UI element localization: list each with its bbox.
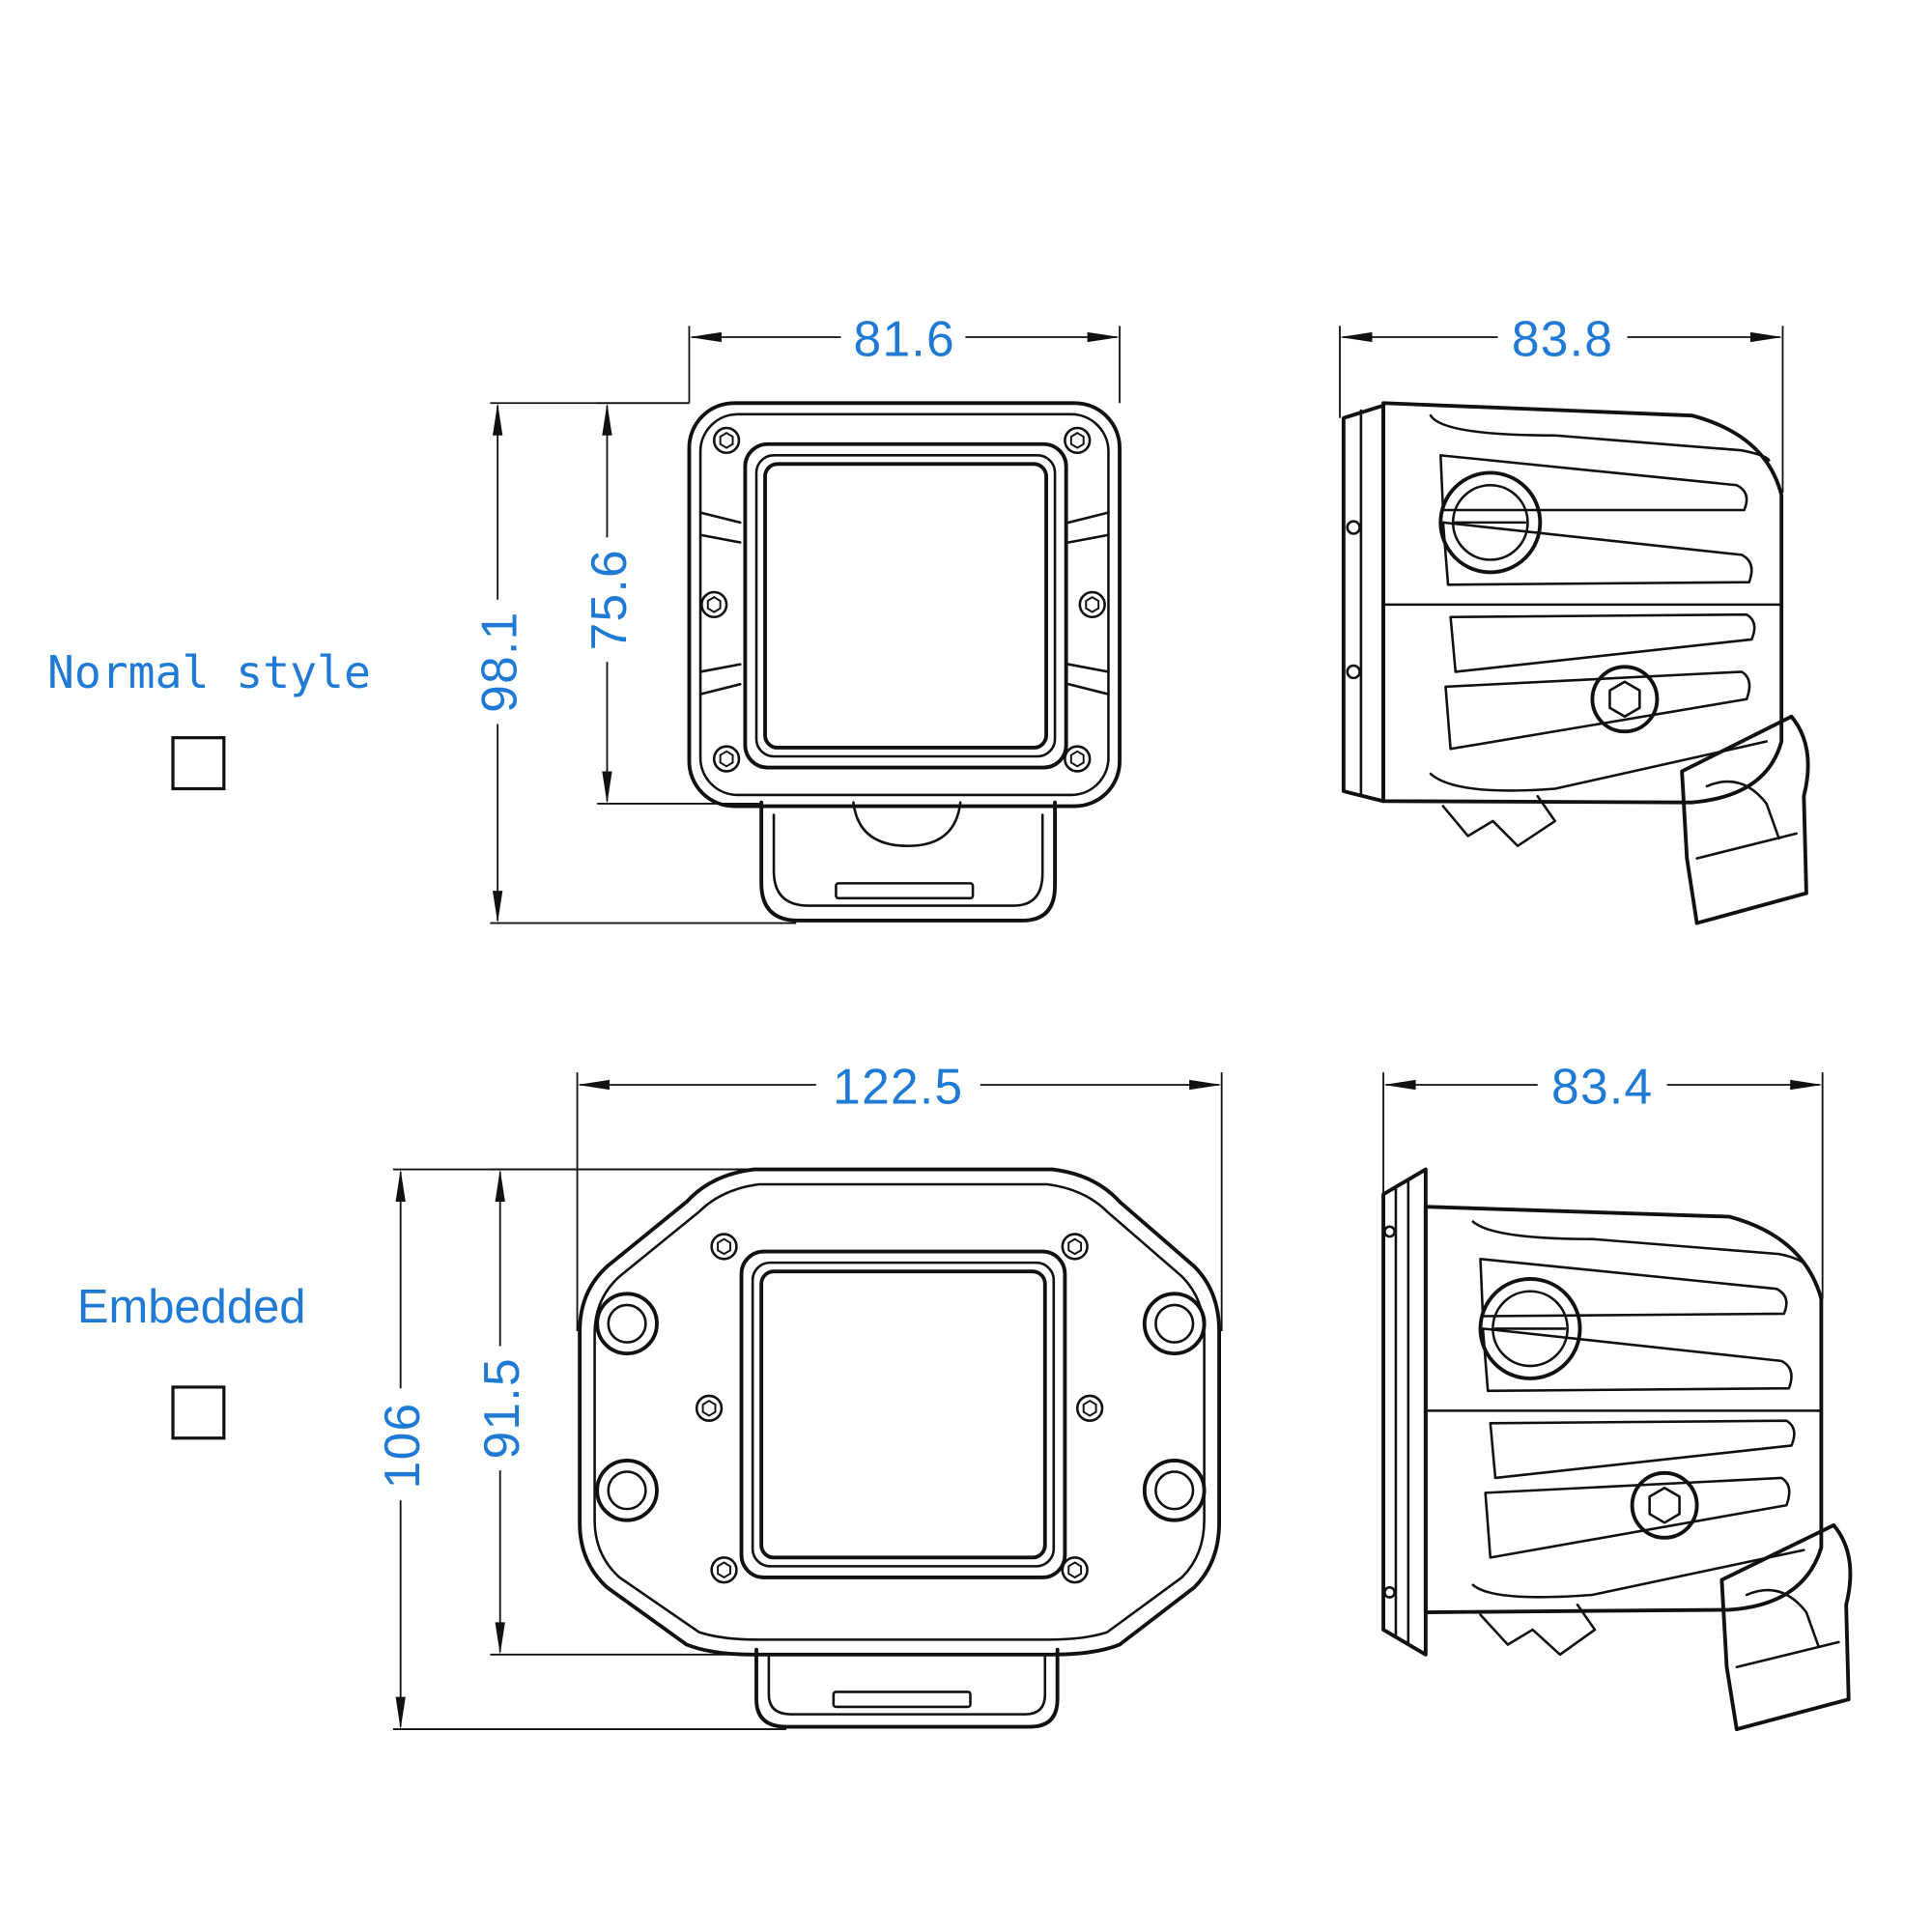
dimension-top-total-height: 98.1	[470, 402, 797, 924]
dim-label: 106	[374, 1403, 430, 1490]
lens	[759, 1269, 1047, 1560]
mounting-hole-icon	[595, 1292, 1207, 1522]
bracket-slot	[835, 882, 975, 900]
dim-label: 98.1	[470, 611, 526, 712]
bracket-knob	[852, 801, 962, 848]
side-body	[1381, 401, 1784, 805]
normal-side-view	[1341, 401, 1810, 925]
lens-bezel	[739, 1249, 1067, 1579]
embedded-checkbox[interactable]	[171, 1385, 226, 1440]
normal-style-checkbox[interactable]	[171, 736, 226, 791]
front-plate	[1341, 403, 1385, 804]
embedded-front-view	[578, 1167, 1222, 1729]
side-body	[1423, 1205, 1824, 1614]
hex-bolt-icon	[1630, 1470, 1699, 1540]
embedded-label: Embedded	[77, 1281, 306, 1333]
flange-outer	[578, 1167, 1222, 1657]
dim-label: 83.8	[1512, 310, 1613, 366]
lens-bezel	[743, 441, 1068, 770]
side-bracket	[1680, 714, 1810, 925]
flange-plate	[1381, 1167, 1428, 1657]
dim-label: 91.5	[473, 1357, 529, 1459]
normal-style-label: Normal style	[47, 646, 371, 698]
lens	[763, 462, 1048, 750]
dim-label: 122.5	[833, 1058, 963, 1114]
dimension-top-side-width: 83.8	[1339, 310, 1784, 493]
bolt-icon	[700, 426, 1106, 773]
dimension-bottom-total-height: 106	[374, 1168, 786, 1730]
dimension-top-housing-height: 75.6	[581, 402, 762, 805]
embedded-option[interactable]: Embedded	[77, 1281, 306, 1440]
bolt-icon	[695, 1233, 1104, 1584]
dim-label: 81.6	[854, 310, 955, 366]
side-bracket	[1719, 1522, 1853, 1732]
dimension-bottom-housing-height: 91.5	[473, 1168, 754, 1656]
dimension-top-front-width: 81.6	[688, 310, 1121, 404]
housing-outer	[687, 401, 1122, 809]
dim-label: 75.6	[581, 549, 637, 650]
dimension-bottom-front-width: 122.5	[576, 1058, 1223, 1331]
mount-bracket	[754, 1647, 1060, 1729]
hex-bolt-icon	[1590, 665, 1660, 734]
normal-front-view	[687, 401, 1122, 923]
adjust-knob	[1438, 470, 1543, 575]
dim-label: 83.4	[1551, 1058, 1653, 1114]
adjust-knob	[1478, 1276, 1582, 1380]
bracket-slot	[832, 1690, 972, 1709]
embedded-side-view	[1381, 1167, 1853, 1732]
mount-bracket	[759, 800, 1058, 923]
dimension-bottom-side-width: 83.4	[1382, 1058, 1824, 1299]
normal-style-option[interactable]: Normal style	[47, 646, 371, 791]
